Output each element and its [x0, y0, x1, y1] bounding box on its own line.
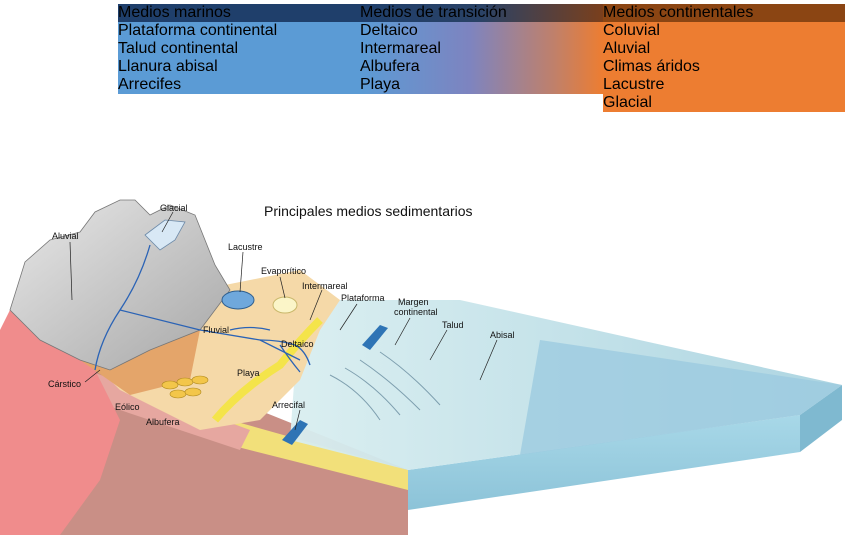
label-playa: Playa	[237, 368, 260, 378]
reef	[282, 420, 308, 445]
cell-transicion-1: Deltaico	[360, 22, 603, 40]
glacier	[144, 219, 186, 251]
label-margen: Margen	[398, 297, 429, 307]
sedimentary-environments-diagram: Principales medios sedimentarios Glacial…	[0, 199, 842, 535]
label-arrecifal: Arrecifal	[272, 400, 305, 410]
platform-reef	[362, 325, 388, 350]
label-continental: continental	[394, 307, 438, 317]
column-medios-continentales: Medios continentales Coluvial Aluvial Cl…	[603, 4, 845, 112]
label-leader-lines	[69, 211, 498, 431]
sediment-yellow-band	[230, 420, 408, 490]
diagram-title: Principales medios sedimentarios	[264, 203, 473, 219]
label-deltaico: Deltaico	[281, 339, 314, 349]
cell-continentales-2: Aluvial	[603, 40, 845, 58]
sea-block-front	[408, 415, 800, 510]
cell-marinos-3: Llanura abisal	[118, 58, 360, 76]
label-aluvial: Aluvial	[52, 231, 79, 241]
talud-lines	[329, 351, 441, 421]
eolian-dunes	[161, 375, 209, 399]
mountain-range	[9, 199, 231, 371]
label-plataforma: Plataforma	[341, 293, 385, 303]
label-albufera: Albufera	[146, 417, 180, 427]
cell-transicion-3: Albufera	[360, 58, 603, 76]
label-fluvial: Fluvial	[203, 325, 229, 335]
label-evaporitico: Evaporítico	[261, 266, 306, 276]
evaporite-pan	[272, 296, 298, 314]
label-abisal: Abisal	[490, 330, 515, 340]
cell-marinos-1: Plataforma continental	[118, 22, 360, 40]
header-medios-transicion: Medios de transición	[360, 4, 603, 22]
cell-transicion-4: Playa	[360, 76, 603, 94]
river-network	[94, 244, 311, 373]
sea-block-side	[800, 385, 842, 452]
cell-continentales-5: Glacial	[603, 94, 845, 112]
header-medios-continentales: Medios continentales	[603, 4, 845, 22]
label-lacustre: Lacustre	[228, 242, 263, 252]
label-talud: Talud	[442, 320, 464, 330]
cell-marinos-2: Talud continental	[118, 40, 360, 58]
cell-transicion-2: Intermareal	[360, 40, 603, 58]
cell-continentales-4: Lacustre	[603, 76, 845, 94]
abyssal-zone	[520, 340, 842, 455]
label-eolico: Eólico	[115, 402, 140, 412]
column-medios-marinos: Medios marinos Plataforma continental Ta…	[118, 4, 360, 94]
cell-continentales-1: Coluvial	[603, 22, 845, 40]
label-intermareal: Intermareal	[302, 281, 348, 291]
label-carstico: Cárstico	[48, 379, 81, 389]
cell-marinos-4: Arrecifes	[118, 76, 360, 94]
beach-strip	[211, 317, 323, 423]
lake	[221, 290, 255, 310]
cell-continentales-3: Climas áridos	[603, 58, 845, 76]
column-medios-transicion: Medios de transición Deltaico Intermarea…	[360, 4, 603, 94]
header-medios-marinos: Medios marinos	[118, 4, 360, 22]
label-glacial: Glacial	[160, 203, 188, 213]
